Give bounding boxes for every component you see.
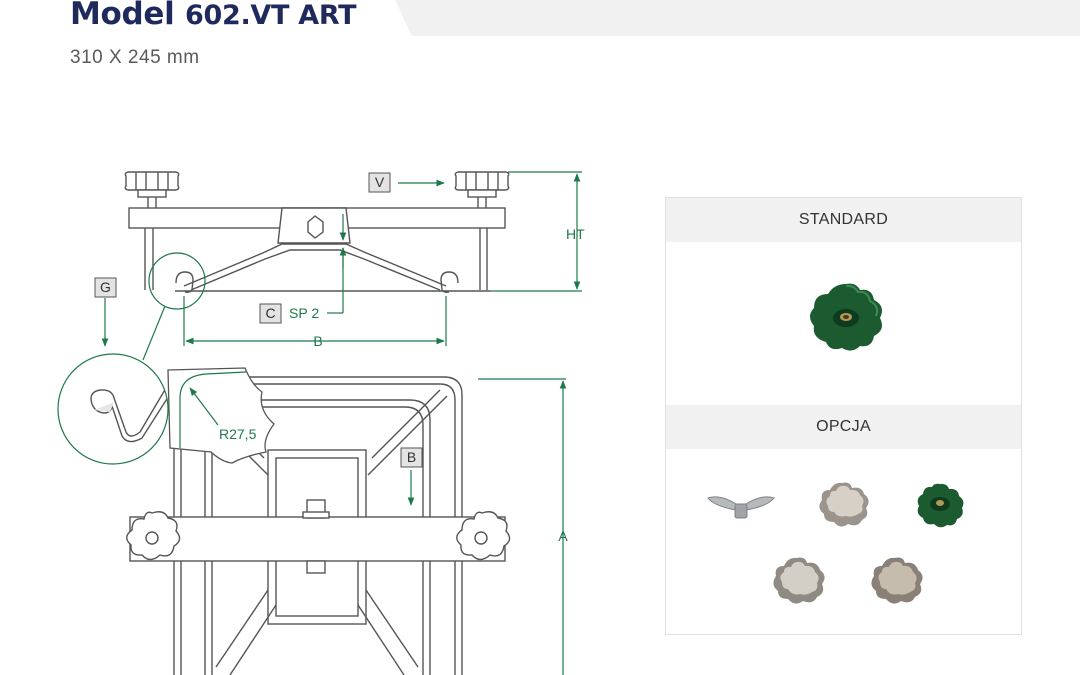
- label-sp2: SP 2: [289, 305, 319, 321]
- label-a: A: [558, 528, 568, 544]
- label-ht: HT: [566, 226, 585, 242]
- chrome-star-knob-icon: [819, 482, 869, 527]
- torn-overlay: [167, 367, 275, 464]
- side-knob-left: [124, 171, 180, 208]
- label-c: C: [265, 305, 275, 321]
- chrome-star-knob-3-icon: [871, 557, 923, 604]
- side-knob-right: [454, 171, 510, 208]
- label-b-box: B: [407, 449, 416, 465]
- dimension-lines: [57, 171, 582, 675]
- label-v: V: [375, 174, 385, 190]
- label-boxes: [94, 172, 423, 468]
- side-view: [124, 171, 510, 293]
- wing-nut-icon: [707, 496, 775, 519]
- label-g: G: [100, 279, 111, 295]
- label-b-width: B: [313, 333, 322, 349]
- title-code: 602.VT ART: [185, 0, 357, 31]
- option-header: OPCJA: [666, 405, 1021, 449]
- title-model: Model: [70, 0, 175, 32]
- header-band: [395, 0, 1080, 36]
- knob-panel: STANDARD OPCJA: [665, 197, 1022, 635]
- dimensions-subtitle: 310 X 245 mm: [70, 47, 200, 68]
- technical-drawing: V G C B HT SP 2 B R27,5 A: [57, 171, 585, 675]
- detail-g-view: [90, 387, 168, 443]
- page-title: Model 602.VT ART: [70, 0, 357, 32]
- standard-header: STANDARD: [666, 198, 1021, 242]
- chrome-star-knob-2-icon: [773, 557, 825, 604]
- green-star-knob-small-icon: [917, 483, 964, 528]
- label-r: R27,5: [219, 426, 257, 442]
- green-star-knob-icon: [810, 283, 882, 351]
